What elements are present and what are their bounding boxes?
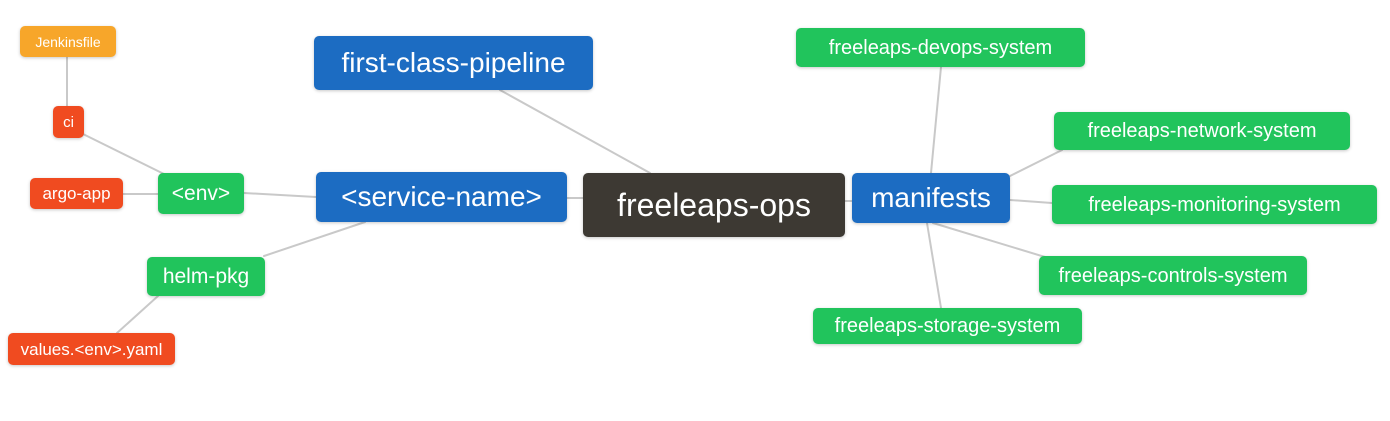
node-freeleaps-controls-system[interactable]: freeleaps-controls-system	[1039, 256, 1307, 295]
node-freeleaps-ops[interactable]: freeleaps-ops	[583, 173, 845, 237]
node-label: freeleaps-ops	[617, 187, 811, 223]
node-label: first-class-pipeline	[341, 47, 566, 78]
node-label: freeleaps-storage-system	[834, 315, 1061, 337]
node-jenkinsfile[interactable]: Jenkinsfile	[20, 26, 116, 57]
node-label: freeleaps-devops-system	[828, 36, 1053, 59]
edge-manifests-to-freeleaps-devops-system	[930, 66, 942, 174]
node-freeleaps-storage-system[interactable]: freeleaps-storage-system	[813, 308, 1082, 344]
edge-manifests-to-freeleaps-network-system	[1007, 149, 1063, 178]
node-label: values.<env>.yaml	[20, 339, 163, 359]
edge-manifests-to-freeleaps-controls-system	[932, 222, 1046, 258]
edge-first-class-pipeline-to-freeleaps-ops	[499, 89, 651, 174]
node-label: manifests	[871, 182, 991, 213]
edge-env-to-service-name	[243, 192, 317, 198]
node-label: argo-app	[42, 184, 111, 203]
node-label: freeleaps-monitoring-system	[1088, 193, 1341, 216]
node-argo-app[interactable]: argo-app	[30, 178, 123, 209]
node-label: helm-pkg	[162, 265, 250, 288]
node-service-name[interactable]: <service-name>	[316, 172, 567, 222]
node-ci[interactable]: ci	[53, 106, 84, 138]
edge-values-env-yaml-to-helm-pkg	[116, 295, 159, 334]
node-values-env-yaml[interactable]: values.<env>.yaml	[8, 333, 175, 365]
node-label: <env>	[171, 182, 231, 205]
node-freeleaps-devops-system[interactable]: freeleaps-devops-system	[796, 28, 1085, 67]
node-first-class-pipeline[interactable]: first-class-pipeline	[314, 36, 593, 90]
edge-helm-pkg-to-service-name	[263, 221, 366, 257]
node-helm-pkg[interactable]: helm-pkg	[147, 257, 265, 296]
edge-manifests-to-freeleaps-storage-system	[926, 222, 942, 309]
node-manifests[interactable]: manifests	[852, 173, 1010, 223]
node-label: <service-name>	[341, 181, 542, 212]
node-label: freeleaps-controls-system	[1058, 264, 1288, 287]
node-label: freeleaps-network-system	[1087, 120, 1317, 142]
node-label: Jenkinsfile	[35, 33, 101, 50]
node-freeleaps-network-system[interactable]: freeleaps-network-system	[1054, 112, 1350, 150]
node-label: ci	[63, 113, 74, 131]
node-freeleaps-monitoring-system[interactable]: freeleaps-monitoring-system	[1052, 185, 1377, 224]
node-env[interactable]: <env>	[158, 173, 244, 214]
edge-ci-to-env	[82, 133, 169, 177]
edge-manifests-to-freeleaps-monitoring-system	[1009, 199, 1053, 204]
